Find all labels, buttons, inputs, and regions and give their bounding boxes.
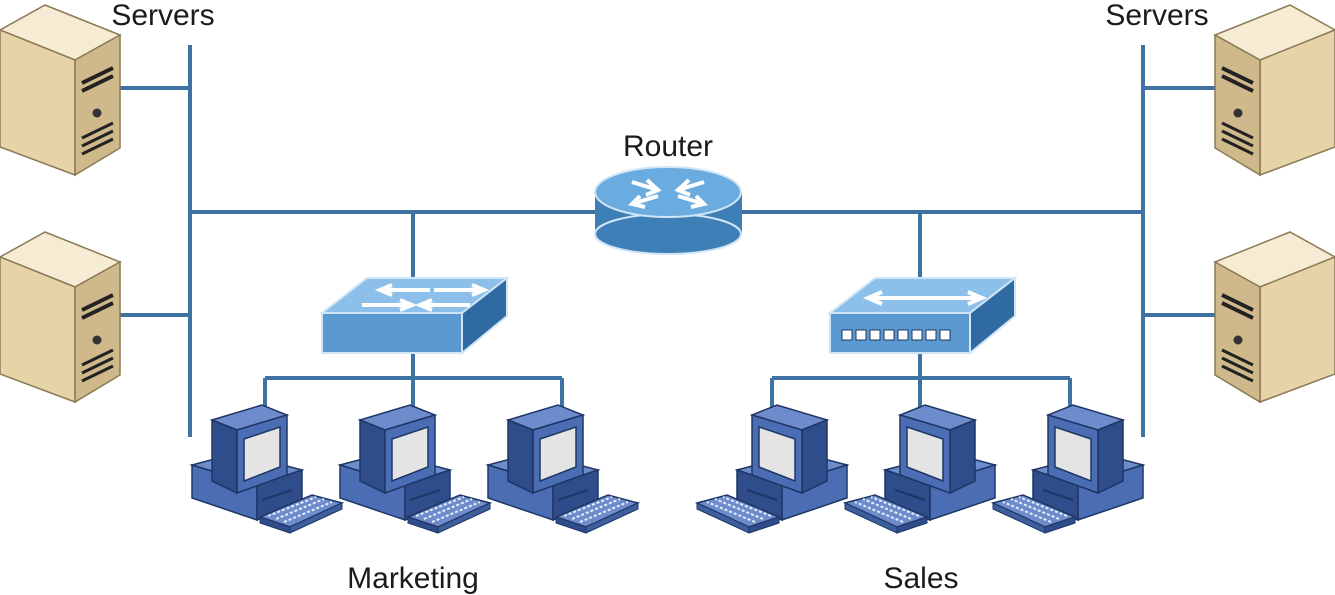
workstation-sales-2-icon bbox=[844, 404, 996, 534]
label-servers-left: Servers bbox=[111, 0, 214, 32]
workstation-marketing-3-icon bbox=[487, 404, 639, 534]
workstation-sales-3-icon bbox=[992, 404, 1144, 534]
server-right-bottom-icon bbox=[1213, 230, 1335, 404]
server-left-top-icon bbox=[0, 3, 122, 177]
server-left-bottom-icon bbox=[0, 230, 122, 404]
label-marketing: Marketing bbox=[347, 562, 479, 595]
switch-sales-icon bbox=[828, 276, 1017, 355]
server-right-top-icon bbox=[1213, 3, 1335, 177]
label-sales: Sales bbox=[883, 562, 958, 595]
workstation-marketing-2-icon bbox=[339, 404, 491, 534]
workstation-sales-1-icon bbox=[696, 404, 848, 534]
label-router: Router bbox=[623, 130, 713, 163]
label-servers-right: Servers bbox=[1105, 0, 1208, 32]
workstation-marketing-1-icon bbox=[191, 404, 343, 534]
router-icon bbox=[594, 166, 742, 255]
switch-marketing-icon bbox=[320, 276, 509, 355]
